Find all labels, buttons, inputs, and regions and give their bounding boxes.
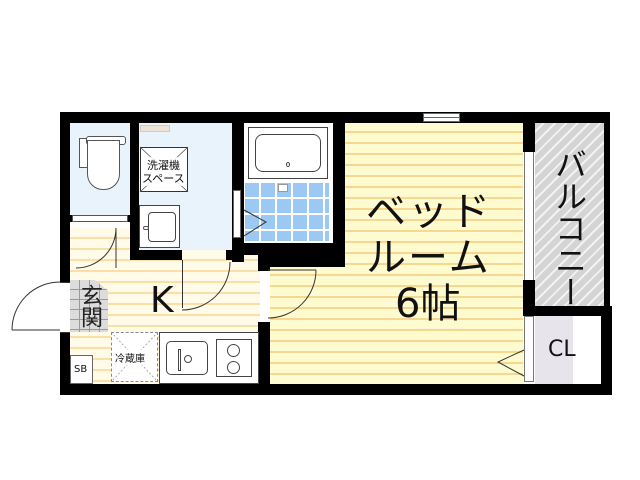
wall-right-closet	[601, 306, 612, 395]
wall-washroom-bottom-left	[130, 250, 182, 260]
bedroom-door-jamb	[260, 271, 268, 322]
wall-kitchen-bedroom-lower	[258, 322, 270, 395]
wall-kitchen-bedroom	[258, 255, 270, 271]
shoe-box: SB	[70, 355, 93, 384]
entrance-floor	[70, 280, 108, 332]
washroom-shelf	[140, 125, 170, 132]
wall-kitchen-bedroom-top	[258, 255, 345, 267]
balcony-window	[524, 152, 534, 280]
bedroom-size-label: 6帖	[395, 281, 461, 327]
bathtub	[248, 127, 328, 179]
washbasin	[139, 205, 180, 248]
balcony-label: バルコニー	[550, 148, 588, 308]
toilet-door-opening	[72, 215, 128, 222]
wall-left-lower	[60, 333, 70, 395]
burner-2	[227, 361, 240, 374]
closet-floor	[535, 316, 573, 384]
wall-bath-bedroom	[333, 112, 345, 267]
top-window-line	[423, 117, 460, 118]
wall-left-upper	[60, 112, 70, 282]
wall-right-balcony	[604, 112, 610, 312]
washer-space-label-1: 洗濯機	[147, 157, 180, 173]
balcony-floor	[535, 122, 605, 307]
bathtub-inner	[255, 134, 321, 172]
sink-drain	[184, 355, 192, 363]
washer-space: 洗濯機 スペース	[139, 146, 189, 193]
wall-washroom-bath	[232, 112, 244, 262]
wall-bath-bottom	[232, 243, 345, 255]
stove	[216, 339, 252, 377]
entrance-label: 玄関	[77, 284, 102, 328]
burner-1	[227, 344, 240, 357]
basin-tap	[143, 226, 149, 230]
shoe-box-label: SB	[74, 364, 88, 375]
bedroom-label-line2: ルーム	[366, 235, 491, 281]
kitchen-label: K	[150, 280, 174, 321]
bath-faucet	[278, 184, 288, 192]
bath-tile-area	[245, 183, 329, 241]
bathtub-drain	[286, 162, 290, 167]
bedroom-door-swing	[267, 269, 317, 319]
bath-door	[233, 190, 241, 238]
wall-bedroom-balcony-top	[523, 112, 535, 152]
basin-bowl	[148, 212, 176, 242]
sink-faucet	[178, 349, 181, 371]
toilet-bowl	[87, 140, 120, 190]
closet-door	[524, 316, 534, 382]
closet-floor-2	[573, 316, 601, 384]
closet-label: CL	[548, 337, 576, 362]
fridge-space: 冷蔵庫	[110, 331, 159, 383]
washroom-door-swing	[181, 261, 231, 311]
toilet-door-swing	[75, 227, 117, 269]
bedroom-label-line1: ベッド	[366, 189, 492, 235]
entrance-door-jamb	[60, 282, 70, 333]
kitchen-counter	[159, 332, 259, 384]
bath-door-swing	[243, 209, 267, 237]
wall-balcony-closet	[523, 306, 612, 316]
wall-washroom-bottom-right	[226, 250, 244, 260]
entrance-door-swing	[11, 281, 61, 331]
washroom-door-leaf	[182, 260, 185, 308]
closet-door-swing	[496, 349, 525, 377]
fridge-label: 冷蔵庫	[115, 350, 145, 365]
washer-space-label-2: スペース	[142, 170, 185, 186]
wall-toilet-washroom	[130, 112, 139, 252]
wall-bottom	[60, 384, 612, 395]
kitchen-sink	[166, 341, 208, 375]
